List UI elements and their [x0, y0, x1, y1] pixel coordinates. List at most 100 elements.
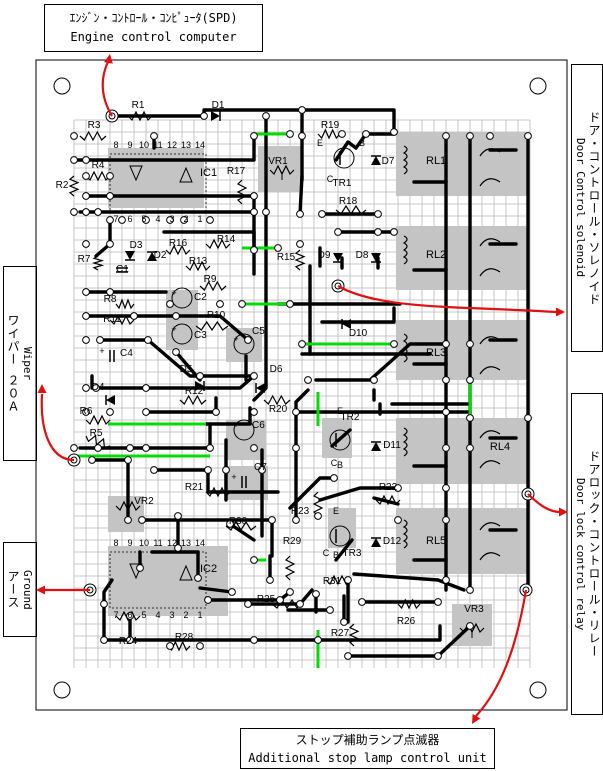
solder-pad: [524, 132, 532, 140]
ic1-opamp-b: [179, 166, 193, 183]
solder-pad: [166, 642, 174, 650]
solder-pad: [250, 192, 258, 200]
ic2-pin-top: 12: [167, 538, 177, 548]
resistor-r16: [165, 244, 191, 256]
solder-pad: [216, 300, 224, 308]
solder-pad: [180, 216, 188, 224]
label-vr2: VR2: [134, 496, 154, 507]
resistor-r29: [284, 555, 296, 581]
solder-pad: [486, 132, 494, 140]
solder-pad: [262, 208, 270, 216]
label-r17: R17: [227, 166, 246, 177]
solder-pad: [286, 130, 294, 138]
solder-pad: [442, 132, 450, 140]
label-d5: D5: [180, 364, 193, 375]
solder-pad: [286, 300, 294, 308]
diode-d6: [256, 383, 265, 393]
solder-pad: [124, 516, 132, 524]
solder-pad: [304, 376, 312, 384]
trace: [320, 306, 396, 324]
solder-pad: [82, 156, 90, 164]
solder-pad: [150, 132, 158, 140]
solder-pad: [204, 466, 212, 474]
ic1-pin-bottom: 4: [155, 214, 160, 224]
solder-pad: [338, 130, 346, 138]
solder-pad: [70, 444, 78, 452]
solder-pad: [142, 384, 150, 392]
label-d11: D11: [383, 440, 401, 451]
stop-lamp-unit-label: ストップ補助ランプ点滅器 Additional stop lamp contro…: [240, 728, 495, 769]
solder-pad: [100, 600, 108, 608]
solder-pad: [296, 240, 304, 248]
solder-pad: [312, 590, 320, 598]
resistor-r6: [85, 414, 111, 426]
label-r5: R5: [90, 428, 103, 439]
solder-pad: [82, 312, 90, 320]
diode-d12: [371, 538, 381, 547]
label-d9: D9: [318, 250, 331, 261]
door-lock-relay-en: Door lock control relay: [574, 477, 587, 631]
solder-pad: [138, 516, 146, 524]
label-r7: R7: [78, 254, 91, 265]
solder-pad: [250, 556, 258, 564]
solder-pad: [100, 636, 108, 644]
solder-pad: [318, 210, 326, 218]
label-r24: R24: [119, 636, 138, 647]
solder-pad: [340, 618, 348, 626]
ground-jp: アース: [6, 570, 20, 609]
ic2-pin-top: 14: [195, 538, 205, 548]
relay-contact2-rl2: [479, 268, 501, 277]
ic1-pin-top: 11: [153, 140, 162, 150]
solder-pad: [466, 444, 474, 452]
solder-pad: [194, 574, 202, 582]
resistor-r27: [348, 623, 360, 647]
label-r14: R14: [217, 234, 236, 245]
trace: [318, 486, 400, 502]
label-r9: R9: [204, 274, 217, 285]
label-r28: R28: [175, 632, 194, 643]
diode-d4: [106, 395, 115, 405]
trace: [152, 468, 280, 494]
solder-pad: [434, 652, 442, 660]
solder-pad: [244, 336, 252, 344]
shade-area: [108, 496, 144, 532]
arrow-to-ground-head: [36, 585, 45, 595]
trace: [252, 114, 268, 402]
solder-pad: [524, 414, 532, 422]
diode-d3: [125, 251, 135, 260]
label-d10: D10: [349, 328, 368, 339]
shade-area: [108, 148, 204, 208]
shade-area: [322, 418, 352, 458]
solder-pad: [88, 456, 96, 464]
stop-lamp-jp: ストップ補助ランプ点滅器: [295, 732, 440, 747]
mounting-hole: [53, 77, 71, 95]
shade-area: [456, 132, 528, 196]
solder-pad: [228, 588, 236, 596]
solder-pad: [358, 598, 366, 606]
solder-pad: [70, 208, 78, 216]
label-r31: R31: [323, 576, 342, 587]
solder-pad: [70, 156, 78, 164]
solder-pad: [466, 586, 474, 594]
diode-d1: [211, 111, 220, 121]
solder-pad: [118, 216, 126, 224]
ic1-pin-top: 14: [195, 140, 205, 150]
polarity-mark: +: [171, 288, 176, 298]
solder-pad: [82, 240, 90, 248]
wiper-en: Wiper: [21, 346, 34, 381]
solder-pad: [250, 132, 258, 140]
solder-pad: [268, 516, 276, 524]
wiper-jp: ワイパー ２０Ａ: [6, 313, 20, 414]
solder-pad: [144, 336, 152, 344]
label-vr3: VR3: [464, 604, 484, 615]
label-tr2: TR2: [341, 412, 360, 423]
label-r29: R29: [283, 536, 302, 547]
solder-pad: [130, 312, 138, 320]
label-tr1: TR1: [333, 178, 352, 189]
pin-b: B: [333, 550, 339, 560]
label-r22: R22: [379, 482, 398, 493]
capacitor-c2: [171, 287, 193, 309]
solder-pad: [124, 456, 132, 464]
solder-pad: [166, 216, 174, 224]
